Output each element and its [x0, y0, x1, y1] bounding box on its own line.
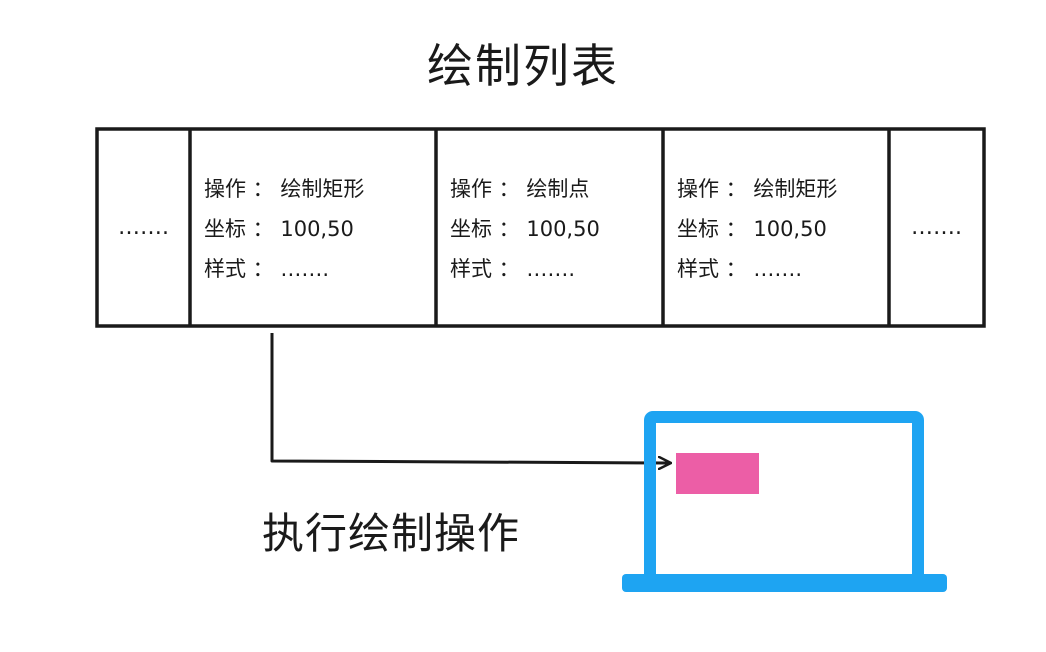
style-text: 样式 ： ……. — [677, 257, 803, 281]
laptop-screen — [644, 411, 924, 586]
ellipsis-text: ……. — [118, 214, 169, 240]
style-text: 样式 ： ……. — [450, 257, 576, 281]
list-item: 操作 ： 绘制矩形 坐标 ： 100,50 样式 ： ……. — [663, 129, 889, 326]
laptop-icon — [622, 411, 947, 592]
execute-draw-label: 执行绘制操作 — [262, 509, 521, 558]
list-cell-trailing-ellipsis: ……. — [889, 129, 984, 326]
coords-text: 坐标 ： 100,50 — [204, 217, 354, 241]
ellipsis-text: ……. — [911, 214, 962, 240]
coords-text: 坐标 ： 100,50 — [450, 217, 600, 241]
coords-text: 坐标 ： 100,50 — [677, 217, 827, 241]
drawn-rectangle — [676, 453, 759, 494]
list-item: 操作 ： 绘制矩形 坐标 ： 100,50 样式 ： ……. — [190, 129, 436, 326]
execute-arrow — [270, 333, 670, 463]
laptop-base — [622, 574, 947, 592]
draw-list-table — [95, 127, 986, 328]
operation-text: 操作 ： 绘制矩形 — [677, 177, 838, 201]
operation-text: 操作 ： 绘制点 — [450, 177, 590, 201]
operation-text: 操作 ： 绘制矩形 — [204, 177, 365, 201]
list-cell-leading-ellipsis: ……. — [97, 129, 190, 326]
list-item: 操作 ： 绘制点 坐标 ： 100,50 样式 ： ……. — [436, 129, 663, 326]
style-text: 样式 ： ……. — [204, 257, 330, 281]
diagram-title: 绘制列表 — [427, 39, 619, 93]
